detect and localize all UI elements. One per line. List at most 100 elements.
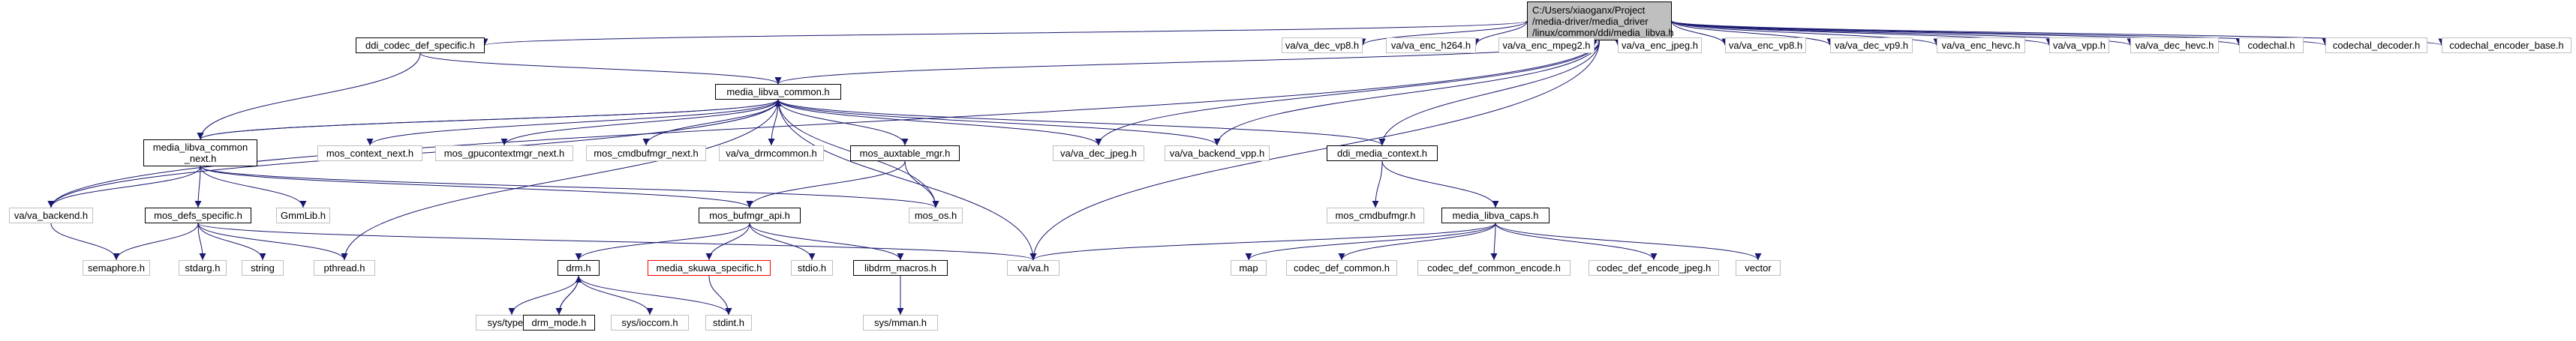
node-mos-os[interactable]: mos_os.h — [909, 208, 963, 223]
edge-mos_defs_specific-to-pthread — [197, 223, 348, 261]
edge-mos_bufmgr_api-to-libdrm_macros — [749, 223, 904, 261]
edge-media_libva_common-to-ddi_media_context — [777, 99, 1386, 146]
edge-media_libva_common-to-mos_cmdbufmgr_next — [642, 99, 779, 146]
node-va-dec-jpeg[interactable]: va/va_dec_jpeg.h — [1053, 145, 1144, 161]
node-media-libva-common[interactable]: media_libva_common.h — [715, 84, 841, 100]
node-map[interactable]: map — [1231, 260, 1267, 276]
node-va-enc-h264[interactable]: va/va_enc_h264.h — [1386, 37, 1476, 53]
edge-mos_defs_specific-to-string — [197, 223, 266, 261]
node-va-dec-hevc[interactable]: va/va_dec_hevc.h — [2130, 37, 2219, 53]
edge-drm_mode-to-drm — [558, 275, 582, 316]
edge-media_libva_common-to-mos_auxtable_mgr — [777, 99, 909, 146]
root-path-line-3: /linux/common/ddi/media_libva.h — [1532, 26, 1674, 38]
edge-media_libva_common_next-to-mos_bufmgr_api — [200, 166, 753, 208]
edge-media_skuwa_specific-to-stdint — [708, 275, 732, 316]
node-stdarg[interactable]: stdarg.h — [179, 260, 227, 276]
edge-root-to-va_dec_vp9 — [1671, 20, 1834, 46]
edge-ddi_media_context-to-media_libva_caps — [1381, 160, 1499, 208]
edge-mos_defs_specific-to-va — [197, 223, 1037, 261]
edge-media_libva_common-to-va_backend_vpp — [777, 99, 1221, 146]
node-semaphore[interactable]: semaphore.h — [83, 260, 150, 276]
root-path-line-2: /media-driver/media_driver — [1532, 15, 1649, 27]
node-va-drmcommon[interactable]: va/va_drmcommon.h — [719, 145, 824, 161]
edge-media_libva_common_next-to-media_libva_common — [200, 99, 782, 140]
node-drm-mode[interactable]: drm_mode.h — [523, 315, 595, 331]
node-media-skuwa-specific[interactable]: media_skuwa_specific.h — [648, 260, 771, 276]
node-mos-cmdbufmgr-next[interactable]: mos_cmdbufmgr_next.h — [586, 145, 706, 161]
node-ddi-media-context[interactable]: ddi_media_context.h — [1327, 145, 1438, 161]
edge-media_libva_common-to-va_dec_jpeg — [777, 99, 1102, 146]
node-codechal[interactable]: codechal.h — [2239, 37, 2304, 53]
node-va-dec-vp9[interactable]: va/va_dec_vp9.h — [1830, 37, 1913, 53]
edge-media_libva_caps-to-map — [1245, 223, 1496, 261]
node-media-libva-common-next[interactable]: media_libva_common_next.h — [143, 139, 257, 166]
edge-media_libva_caps-to-codec_def_common — [1338, 223, 1496, 261]
node-va-dec-vp8[interactable]: va/va_dec_vp8.h — [1282, 37, 1363, 53]
node-media-libva-root: C:/Users/xiaoganx/Project /media-driver/… — [1527, 1, 1674, 40]
node-codechal-decoder[interactable]: codechal_decoder.h — [2325, 37, 2427, 53]
edge-ddi_media_context-to-mos_cmdbufmgr — [1372, 160, 1383, 208]
node-va-enc-vp8[interactable]: va/va_enc_vp8.h — [1725, 37, 1806, 53]
root-path-line-1: C:/Users/xiaoganx/Project — [1532, 4, 1646, 16]
edge-media_libva_caps-to-codec_def_encode_jpeg — [1495, 223, 1658, 261]
edge-mos_bufmgr_api-to-media_skuwa_specific — [705, 223, 750, 261]
node-mos-auxtable-mgr[interactable]: mos_auxtable_mgr.h — [850, 145, 960, 161]
edge-media_libva_common-to-pthread — [341, 99, 779, 261]
node-mos-context-next[interactable]: mos_context_next.h — [317, 145, 422, 161]
edge-root-to-va_enc_hevc — [1671, 20, 1940, 46]
node-va-enc-hevc[interactable]: va/va_enc_hevc.h — [1937, 37, 2025, 53]
node-ddi-codec-def-specific[interactable]: ddi_codec_def_specific.h — [356, 37, 485, 53]
edge-ddi_codec_def_specific-to-media_libva_common_next — [197, 52, 421, 140]
node-pthread[interactable]: pthread.h — [314, 260, 375, 276]
node-va-enc-mpeg2[interactable]: va/va_enc_mpeg2.h — [1498, 37, 1595, 53]
node-string[interactable]: string — [242, 260, 284, 276]
node-vector[interactable]: vector — [1736, 260, 1781, 276]
edge-mos_bufmgr_api-to-drm — [575, 223, 750, 261]
edge-drm-to-sys_ioccom — [578, 275, 654, 316]
node-mos-gpucontextmgr-next[interactable]: mos_gpucontextmgr_next.h — [435, 145, 573, 161]
node-media-libva-caps[interactable]: media_libva_caps.h — [1441, 208, 1550, 223]
node-va-backend[interactable]: va/va_backend.h — [9, 208, 93, 223]
edge-drm-to-stdint — [578, 275, 732, 316]
node-stdio[interactable]: stdio.h — [791, 260, 833, 276]
edge-media_libva_caps-to-codec_def_common_encode — [1490, 223, 1498, 261]
node-libdrm-macros[interactable]: libdrm_macros.h — [853, 260, 948, 276]
node-codec-def-encode-jpeg[interactable]: codec_def_encode_jpeg.h — [1589, 260, 1719, 276]
node-va[interactable]: va/va.h — [1007, 260, 1060, 276]
node-codec-def-common-encode[interactable]: codec_def_common_encode.h — [1417, 260, 1571, 276]
edge-root-to-va_enc_h264 — [1472, 20, 1528, 46]
node-stdint[interactable]: stdint.h — [705, 315, 752, 331]
node-mos-bufmgr-api[interactable]: mos_bufmgr_api.h — [699, 208, 801, 223]
node-va-enc-jpeg[interactable]: va/va_enc_jpeg.h — [1618, 37, 1702, 53]
edge-root-to-va — [1029, 40, 1600, 261]
edge-media_libva_common-to-mos_gpucontextmgr_next — [500, 99, 779, 146]
edge-mos_auxtable_mgr-to-mos_bufmgr_api — [746, 160, 906, 208]
edge-va_backend-to-semaphore — [50, 223, 120, 261]
edge-media_libva_caps-to-vector — [1495, 223, 1762, 261]
edge-root-to-va_dec_jpeg — [1095, 40, 1600, 146]
edge-media_libva_caps-to-va — [1029, 223, 1496, 261]
edge-mos_bufmgr_api-to-stdio — [749, 223, 816, 261]
edge-media_libva_common_next-to-mos_defs_specific — [194, 166, 202, 208]
edge-root-to-va_backend — [47, 40, 1600, 208]
edge-mos_auxtable_mgr-to-mos_os — [904, 160, 939, 208]
edge-mos_defs_specific-to-stdarg — [197, 223, 206, 261]
node-sys-ioccom[interactable]: sys/ioccom.h — [611, 315, 689, 331]
node-codechal-encoder-base[interactable]: codechal_encoder_base.h — [2442, 37, 2571, 53]
node-mos-defs-specific[interactable]: mos_defs_specific.h — [145, 208, 251, 223]
edge-media_libva_common_next-to-mos_os — [200, 166, 939, 208]
edge-root-to-va_dec_vp8 — [1359, 20, 1528, 46]
node-va-vpp[interactable]: va/va_vpp.h — [2049, 37, 2109, 53]
node-gmmlib[interactable]: GmmLib.h — [276, 208, 330, 223]
edge-ddi_codec_def_specific-to-media_libva_common — [419, 52, 782, 85]
edge-root-to-ddi_media_context — [1378, 40, 1600, 146]
edge-media_libva_common_next-to-va_backend — [47, 166, 201, 208]
node-va-backend-vpp[interactable]: va/va_backend_vpp.h — [1165, 145, 1270, 161]
node-drm[interactable]: drm.h — [558, 260, 600, 276]
node-codec-def-common[interactable]: codec_def_common.h — [1286, 260, 1397, 276]
edge-root-to-va_vpp — [1671, 20, 2053, 46]
edge-media_libva_common_next-to-gmmlib — [200, 166, 307, 208]
node-sys-mman[interactable]: sys/mman.h — [863, 315, 938, 331]
node-mos-cmdbufmgr[interactable]: mos_cmdbufmgr.h — [1327, 208, 1424, 223]
edge-mos_defs_specific-to-semaphore — [113, 223, 199, 261]
